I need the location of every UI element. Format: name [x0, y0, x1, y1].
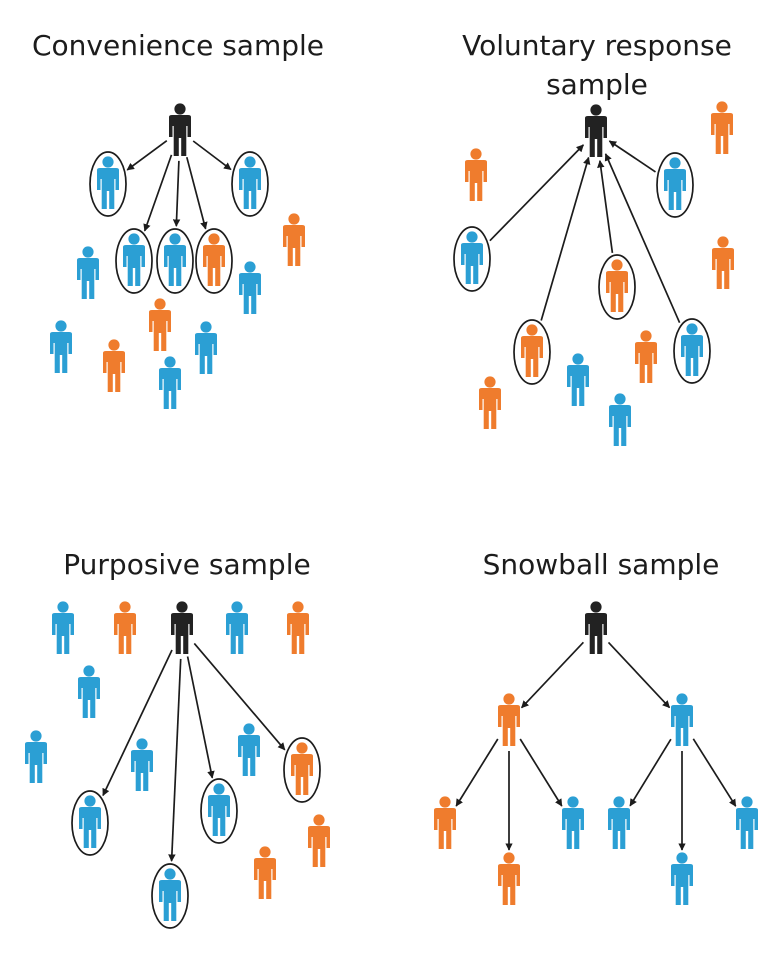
person-icon	[308, 814, 330, 867]
person-icon	[562, 796, 584, 849]
arrow-snowball-r-to-a	[520, 641, 585, 709]
person-icon	[608, 796, 630, 849]
selection-ring	[656, 152, 694, 218]
edges-layer	[102, 140, 737, 862]
selection-rings-layer	[71, 151, 711, 929]
panel-title-snowball: Snowball sample	[483, 548, 720, 581]
person-icon	[712, 236, 734, 289]
arrow-snowball-b-to-f	[629, 738, 672, 807]
arrow-convenience-r-to-a	[126, 140, 168, 171]
person-icon	[171, 601, 193, 654]
arrow-convenience-r-to-c	[143, 154, 173, 232]
panel-title-purposive: Purposive sample	[63, 548, 310, 581]
person-icon	[291, 742, 313, 795]
person-icon	[52, 601, 74, 654]
selection-ring	[283, 737, 321, 803]
person-icon	[671, 693, 693, 746]
person-icon	[479, 376, 501, 429]
person-icon	[461, 231, 483, 284]
arrow-voluntary-g-to-r	[540, 156, 591, 321]
person-icon	[50, 320, 72, 373]
selection-ring	[673, 318, 711, 384]
person-icon	[585, 104, 607, 157]
person-icon	[239, 156, 261, 209]
person-icon	[498, 693, 520, 746]
person-icon	[226, 601, 248, 654]
person-icon	[123, 233, 145, 286]
arrow-convenience-r-to-b	[192, 140, 232, 171]
selection-ring	[151, 863, 189, 929]
selection-ring	[195, 228, 233, 294]
arrow-snowball-a-to-e	[519, 738, 563, 807]
person-icon	[498, 852, 520, 905]
person-icon	[671, 852, 693, 905]
arrow-voluntary-i-to-r	[604, 153, 681, 324]
selection-ring	[453, 226, 491, 292]
person-icon	[159, 356, 181, 409]
person-icon	[239, 261, 261, 314]
panel-snowball: Snowball sample	[483, 548, 720, 581]
person-icon	[681, 323, 703, 376]
person-icon	[609, 393, 631, 446]
arrow-convenience-r-to-d	[172, 160, 181, 227]
panel-purposive: Purposive sample	[63, 548, 310, 581]
person-icon	[203, 233, 225, 286]
person-icon	[465, 148, 487, 201]
arrow-purposive-r-to-i	[193, 642, 286, 751]
person-icon	[97, 156, 119, 209]
panel-title-convenience: Convenience sample	[32, 29, 324, 62]
person-icon	[131, 738, 153, 791]
selection-ring	[598, 254, 636, 320]
person-icon	[635, 330, 657, 383]
person-icon	[77, 246, 99, 299]
arrow-voluntary-f-to-r	[597, 160, 614, 254]
person-icon	[169, 103, 191, 156]
person-icon	[149, 298, 171, 351]
person-icon	[287, 601, 309, 654]
arrow-purposive-r-to-k	[186, 656, 215, 779]
arrow-snowball-b-to-h	[692, 738, 737, 807]
person-icon	[736, 796, 758, 849]
panel-title-voluntary-line-1: Voluntary response	[462, 29, 732, 62]
arrow-voluntary-d-to-r	[489, 144, 585, 242]
selection-ring	[71, 790, 109, 856]
selection-ring	[156, 228, 194, 294]
arrow-convenience-r-to-e	[185, 156, 208, 230]
person-icon	[79, 795, 101, 848]
person-icon	[711, 101, 733, 154]
selection-ring	[115, 228, 153, 294]
person-icon	[567, 353, 589, 406]
person-icon	[664, 157, 686, 210]
panel-convenience: Convenience sample	[32, 29, 324, 62]
panel-title-voluntary-line-2: sample	[546, 68, 648, 101]
person-icon	[521, 324, 543, 377]
selection-ring	[231, 151, 269, 217]
person-icon	[254, 846, 276, 899]
person-icon	[164, 233, 186, 286]
person-icon	[434, 796, 456, 849]
people-layer	[25, 101, 758, 921]
arrow-snowball-a-to-c	[455, 738, 499, 807]
person-icon	[103, 339, 125, 392]
person-icon	[606, 259, 628, 312]
person-icon	[78, 665, 100, 718]
selection-ring	[200, 778, 238, 844]
person-icon	[25, 730, 47, 783]
person-icon	[283, 213, 305, 266]
selection-ring	[89, 151, 127, 217]
selection-ring	[513, 319, 551, 385]
person-icon	[159, 868, 181, 921]
person-icon	[208, 783, 230, 836]
arrow-purposive-r-to-n	[168, 658, 182, 862]
arrow-purposive-r-to-j	[102, 649, 173, 797]
panel-voluntary: Voluntary response sample	[462, 29, 732, 101]
arrow-voluntary-c-to-r	[608, 140, 656, 173]
person-icon	[114, 601, 136, 654]
arrow-snowball-r-to-b	[607, 641, 671, 709]
person-icon	[585, 601, 607, 654]
person-icon	[238, 723, 260, 776]
person-icon	[195, 321, 217, 374]
